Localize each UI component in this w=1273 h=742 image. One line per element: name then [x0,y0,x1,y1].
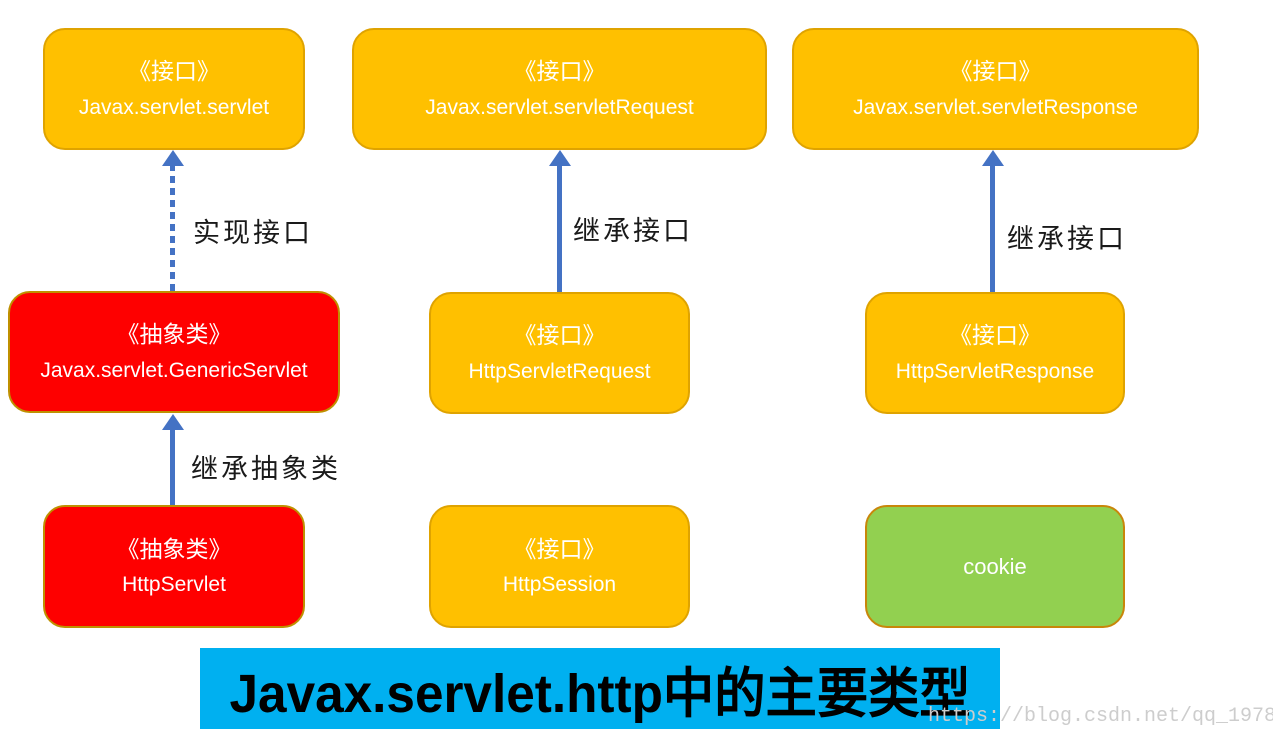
node-class-name: Javax.servlet.servlet [78,95,270,119]
node-class-name: Javax.servlet.servletResponse [853,95,1138,119]
node-http-session: 《接口》 HttpSession [429,505,690,628]
node-stereotype: 《接口》 [513,322,606,348]
node-stereotype: 《接口》 [513,58,606,84]
node-class-name: HttpServlet [122,573,226,597]
node-http-servlet-request: 《接口》 HttpServletRequest [429,292,690,414]
node-stereotype: 《接口》 [949,322,1041,348]
implement-interface-label: 实现接口 [193,218,313,248]
extend-interface-request-label: 继承接口 [573,216,693,246]
node-class-name: HttpServletResponse [895,359,1095,383]
node-class-name: cookie [963,553,1027,579]
extend-interface-response-arrow-line [990,164,995,292]
node-javax-servlet-servlet: 《接口》 Javax.servlet.servlet [43,28,305,150]
node-stereotype: 《抽象类》 [116,321,232,347]
node-stereotype: 《抽象类》 [116,535,232,562]
extend-abstract-class-arrow-head-icon [162,414,184,430]
csdn-blog-watermark: https://blog.csdn.net/qq_19782019 [928,705,1273,728]
extend-interface-response-label: 继承接口 [1007,224,1127,254]
node-stereotype: 《接口》 [949,58,1042,84]
extend-interface-request-arrow-line [557,164,562,292]
node-class-name: HttpSession [502,573,617,597]
node-javax-servlet-servletresponse: 《接口》 Javax.servlet.servletResponse [792,28,1199,150]
node-http-servlet-response: 《接口》 HttpServletResponse [865,292,1125,414]
extend-interface-response-arrow-head-icon [982,150,1004,166]
extend-abstract-class-label: 继承抽象类 [191,454,341,484]
diagram-title: Javax.servlet.http中的主要类型 [229,664,971,724]
node-http-servlet-abstract: 《抽象类》 HttpServlet [43,505,305,628]
diagram-title-banner: Javax.servlet.http中的主要类型 [200,648,1000,729]
node-generic-servlet-abstract: 《抽象类》 Javax.servlet.GenericServlet [8,291,340,413]
implement-interface-arrow-head-icon [162,150,184,166]
node-javax-servlet-servletrequest: 《接口》 Javax.servlet.servletRequest [352,28,767,150]
extend-abstract-class-arrow-line [170,428,175,505]
node-stereotype: 《接口》 [128,58,220,84]
node-class-name: Javax.servlet.GenericServlet [40,358,308,382]
node-class-name: Javax.servlet.servletRequest [425,95,694,119]
node-cookie: cookie [865,505,1125,628]
node-stereotype: 《接口》 [513,535,606,562]
extend-interface-request-arrow-head-icon [549,150,571,166]
implement-interface-arrow-line [170,164,175,291]
node-class-name: HttpServletRequest [468,359,651,383]
